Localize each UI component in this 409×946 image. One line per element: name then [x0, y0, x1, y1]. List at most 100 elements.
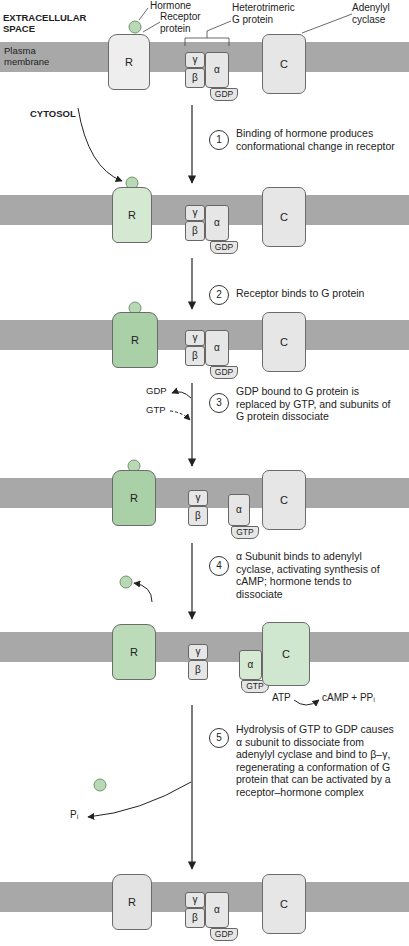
step-number: 4	[209, 556, 229, 576]
exchange-arrow	[172, 392, 191, 398]
beta-subunit: β	[185, 68, 205, 88]
node-text: α	[236, 505, 242, 515]
cyclase-box: C	[262, 874, 306, 934]
receptor-box: R	[108, 34, 150, 90]
node-text: 5	[216, 733, 222, 743]
step-text: α Subunit binds to adenylyl cyclase, act…	[236, 550, 401, 600]
leader-line	[302, 14, 352, 33]
beta-subunit: β	[185, 221, 205, 241]
beta-subunit: β	[188, 506, 208, 526]
node-text: β	[195, 665, 201, 675]
alpha-subunit: α	[239, 650, 262, 680]
node-text: R	[128, 210, 136, 221]
receptor-box: R	[112, 874, 152, 930]
step-text: GDP bound to G protein is replaced by GT…	[236, 385, 401, 423]
node-text: R	[131, 335, 139, 346]
node-text: C	[280, 212, 288, 223]
cyclase-box: C	[262, 470, 306, 530]
leader-line	[143, 22, 160, 32]
step-arrow	[191, 543, 192, 619]
node-text: C	[282, 649, 290, 660]
alpha-subunit: α	[228, 494, 250, 526]
molecule-label: Pᵢ	[70, 809, 90, 821]
reaction-arrow	[294, 700, 319, 705]
node-text: β	[192, 226, 198, 236]
step-text: Receptor binds to G protein	[236, 287, 401, 300]
node-text: 4	[216, 561, 222, 571]
step-number: 5	[209, 728, 229, 748]
gamma-subunit: γ	[185, 892, 205, 908]
step-text: Binding of hormone produces conformation…	[236, 127, 401, 152]
hormone-molecule	[94, 779, 106, 791]
node-text: GDP	[215, 368, 233, 377]
node-text: α	[248, 660, 254, 670]
node-text: R	[125, 57, 133, 68]
cyclase-box: C	[262, 622, 310, 686]
alpha-subunit: α	[205, 52, 229, 88]
callout-label: Adenylyl cyclase	[352, 2, 407, 26]
molecule-label: cAMP + PPᵢ	[322, 692, 407, 704]
hormone-molecule	[129, 21, 141, 33]
receptor-box: R	[112, 312, 158, 368]
step-arrow	[191, 258, 192, 309]
beta-subunit: β	[185, 346, 205, 366]
gamma-subunit: γ	[188, 644, 208, 660]
node-text: C	[280, 495, 288, 506]
step-text: Hydrolysis of GTP to GDP causes α subuni…	[236, 723, 401, 799]
alpha-subunit: α	[205, 205, 229, 241]
node-text: γ	[193, 208, 198, 218]
callout-label: Hormone	[150, 0, 210, 12]
node-text: β	[195, 511, 201, 521]
membrane-label: Plasma membrane	[4, 45, 62, 68]
step-arrow	[191, 105, 192, 183]
node-text: GTP	[246, 682, 263, 691]
node-text: α	[214, 905, 220, 915]
node-text: 1	[216, 135, 222, 145]
gamma-subunit: γ	[185, 330, 205, 346]
exchange-arrow	[170, 411, 190, 420]
leader-line	[139, 8, 148, 20]
nucleotide-bubble: GDP	[210, 88, 238, 101]
gamma-subunit: γ	[185, 52, 205, 68]
node-text: GDP	[215, 90, 233, 99]
node-text: R	[130, 493, 138, 504]
node-text: GTP	[236, 528, 253, 537]
cyclase-box: C	[262, 34, 306, 94]
node-text: R	[130, 647, 138, 658]
receptor-box: R	[112, 470, 156, 526]
callout-label: Receptor protein	[160, 11, 210, 35]
nucleotide-bubble: GDP	[210, 366, 238, 379]
nucleotide-bubble: GDP	[210, 928, 238, 941]
molecule-label: ATP	[272, 692, 302, 704]
nucleotide-bubble: GDP	[210, 241, 238, 254]
node-text: γ	[193, 333, 198, 343]
gamma-subunit: γ	[185, 205, 205, 221]
membrane-band	[0, 632, 409, 662]
step-number: 1	[209, 130, 229, 150]
hormone-molecule	[120, 576, 132, 588]
node-text: α	[214, 343, 220, 353]
cyclase-box: C	[262, 187, 306, 247]
node-text: α	[214, 218, 220, 228]
node-text: β	[192, 73, 198, 83]
callout-label: Heterotrimeric G protein	[232, 2, 304, 26]
beta-subunit: β	[185, 908, 205, 928]
node-text: α	[214, 65, 220, 75]
node-text: R	[128, 897, 136, 908]
molecule-label: GDP	[146, 385, 176, 396]
beta-subunit: β	[188, 660, 208, 680]
alpha-subunit: α	[205, 892, 229, 928]
node-text: GDP	[215, 243, 233, 252]
node-text: β	[192, 913, 198, 923]
node-text: β	[192, 351, 198, 361]
step-arrow	[191, 383, 192, 466]
step-number: 3	[209, 393, 229, 413]
region-label: CYTOSOL	[30, 108, 100, 119]
node-text: γ	[193, 895, 198, 905]
nucleotide-bubble: GTP	[231, 526, 259, 539]
node-text: C	[280, 59, 288, 70]
bracket	[185, 21, 231, 46]
receptor-box: R	[112, 624, 156, 680]
